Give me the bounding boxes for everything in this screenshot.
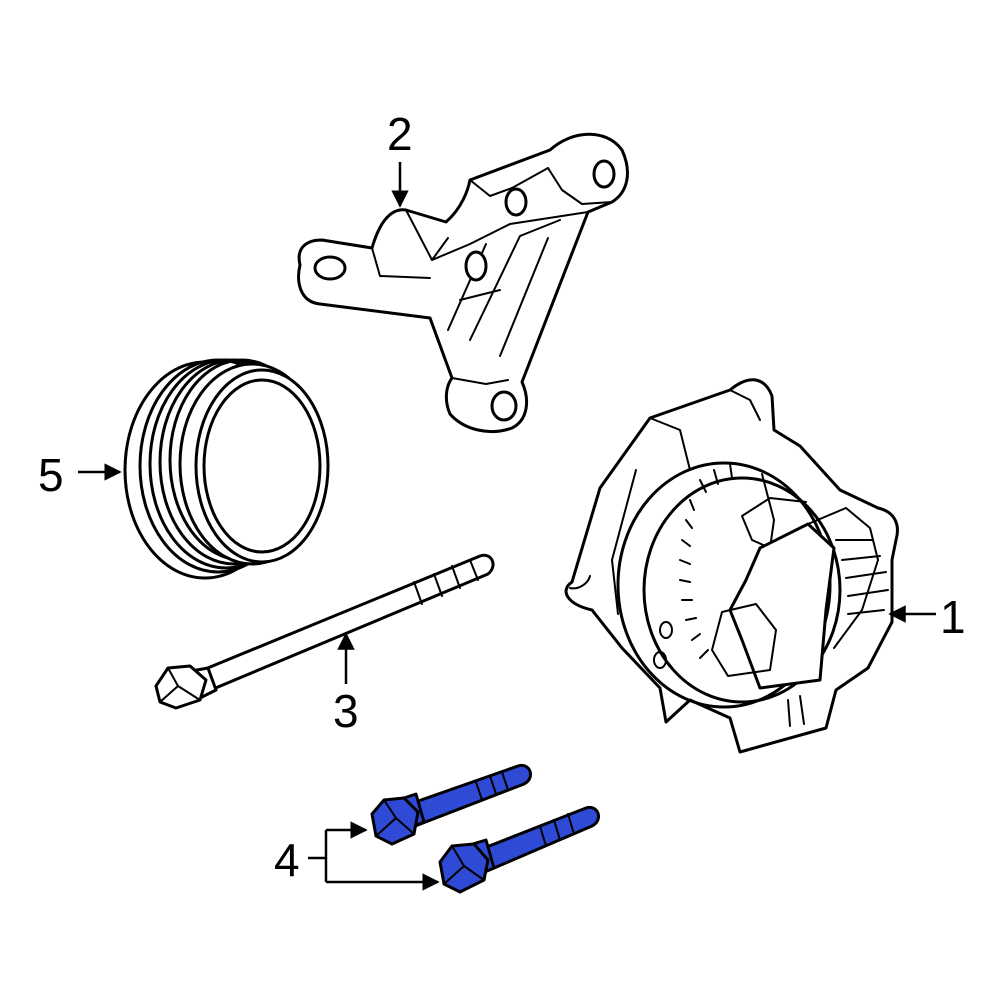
callout-4: 4	[274, 821, 440, 891]
callout-label-5: 5	[38, 449, 64, 501]
bracket-hole	[504, 187, 528, 217]
callout-label-2: 2	[387, 108, 413, 160]
callout-label-4: 4	[274, 834, 300, 886]
pulley-icon[interactable]	[123, 358, 330, 580]
short-bolt-icon[interactable]	[370, 763, 601, 894]
bracket-hole	[490, 390, 518, 422]
bracket-hole	[313, 255, 347, 281]
callout-5: 5	[38, 449, 122, 501]
short-bolt-upper[interactable]	[370, 763, 533, 846]
alternator-icon[interactable]	[564, 378, 899, 754]
callout-2: 2	[387, 108, 413, 208]
long-bolt-icon[interactable]	[154, 553, 495, 710]
short-bolt-lower[interactable]	[438, 805, 601, 894]
mounting-bracket-icon[interactable]	[297, 132, 629, 433]
bracket-hole	[464, 250, 488, 282]
callout-1: 1	[888, 591, 966, 643]
callout-label-3: 3	[333, 685, 359, 737]
callout-3: 3	[333, 632, 359, 737]
bracket-hole	[592, 159, 616, 189]
callout-label-1: 1	[940, 591, 966, 643]
